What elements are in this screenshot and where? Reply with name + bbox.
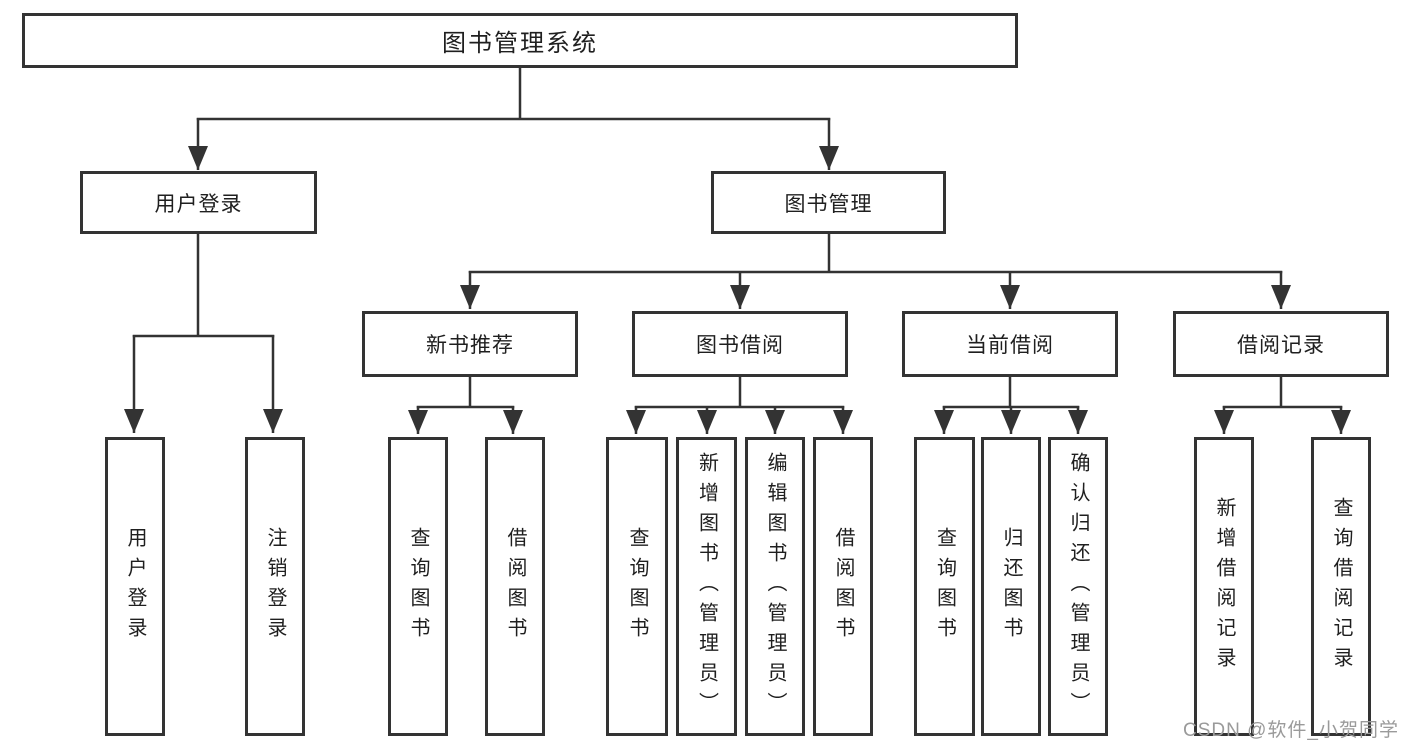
leaf-add-borrow-record: 新增借阅记录: [1194, 437, 1254, 736]
leaf-borrow-books-recommend: 借阅图书: [485, 437, 545, 736]
node-label: 查询图书: [407, 526, 429, 647]
node-new-book-recommend: 新书推荐: [362, 311, 578, 377]
node-label: 查询图书: [933, 526, 956, 647]
node-book-borrowing: 图书借阅: [632, 311, 848, 377]
node-label: 注销登录: [264, 526, 286, 647]
leaf-logout: 注销登录: [245, 437, 305, 736]
node-library-management-system: 图书管理系统: [22, 13, 1018, 68]
node-label: 当前借阅: [966, 334, 1054, 357]
node-label: 借阅记录: [1237, 334, 1325, 357]
leaf-return-book: 归还图书: [981, 437, 1041, 736]
node-label: 图书管理: [784, 192, 873, 216]
csdn-watermark: CSDN @软件_小贺同学: [1183, 720, 1399, 741]
leaf-confirm-return-admin: 确认归还（管理员）: [1048, 437, 1108, 736]
leaf-query-books-recommend: 查询图书: [388, 437, 448, 736]
node-label: 新书推荐: [426, 334, 514, 357]
node-label: 确认归还（管理员）: [1067, 451, 1089, 722]
node-current-borrowing: 当前借阅: [902, 311, 1118, 377]
node-label: 用户登录: [124, 526, 146, 647]
node-label: 编辑图书（管理员）: [764, 451, 786, 722]
node-label: 新增图书（管理员）: [695, 451, 718, 722]
leaf-query-books-borrowing: 查询图书: [606, 437, 668, 736]
node-label: 查询借阅记录: [1330, 496, 1352, 677]
node-book-management: 图书管理: [711, 171, 946, 234]
node-label: 查询图书: [626, 526, 648, 647]
node-label: 归还图书: [1000, 526, 1022, 647]
leaf-add-book-admin: 新增图书（管理员）: [676, 437, 737, 736]
node-user-login: 用户登录: [80, 171, 317, 234]
node-label: 新增借阅记录: [1213, 496, 1235, 677]
node-borrow-records: 借阅记录: [1173, 311, 1389, 377]
leaf-user-login: 用户登录: [105, 437, 165, 736]
leaf-query-borrow-record: 查询借阅记录: [1311, 437, 1371, 736]
node-label: 图书借阅: [696, 334, 784, 357]
node-label: 借阅图书: [504, 526, 526, 647]
node-label: 图书管理系统: [442, 30, 598, 57]
leaf-edit-book-admin: 编辑图书（管理员）: [745, 437, 805, 736]
leaf-query-books-current: 查询图书: [914, 437, 975, 736]
leaf-borrow-books-borrowing: 借阅图书: [813, 437, 873, 736]
node-label: 用户登录: [154, 192, 243, 216]
node-label: 借阅图书: [832, 526, 854, 647]
